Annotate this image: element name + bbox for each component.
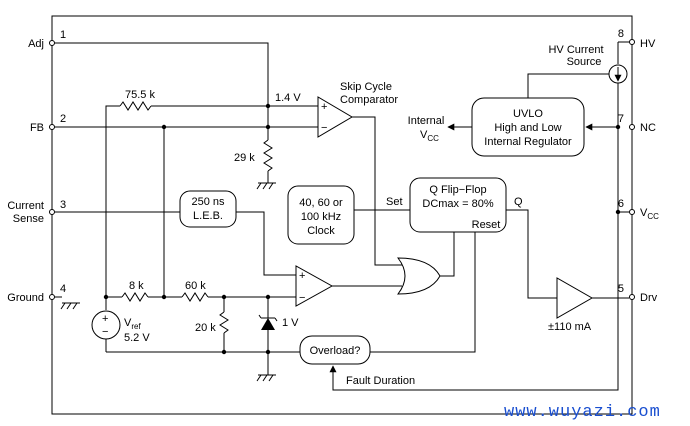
svg-text:40, 60 or: 40, 60 or: [299, 197, 343, 209]
svg-text:Ground: Ground: [7, 292, 44, 304]
resistor-8k: [121, 292, 149, 302]
svg-text:3: 3: [60, 199, 66, 211]
pin-current-sense: Current Sense 3: [7, 199, 66, 225]
output-driver: [556, 277, 594, 319]
svg-text:7: 7: [618, 113, 624, 125]
pin-adj: Adj 1: [28, 29, 66, 50]
resistor-60k: [181, 292, 209, 302]
svg-text:FB: FB: [30, 122, 44, 134]
svg-text:Q: Q: [514, 196, 523, 208]
svg-text:+: +: [102, 313, 108, 325]
hv-current-source: [608, 64, 628, 84]
svg-text:100 kHz: 100 kHz: [301, 211, 341, 223]
svg-text:Comparator: Comparator: [340, 94, 398, 106]
leb-block: [179, 190, 237, 228]
svg-text:Clock: Clock: [307, 225, 335, 237]
svg-text:High and Low: High and Low: [494, 122, 561, 134]
svg-text:−: −: [102, 326, 108, 338]
svg-text:Sense: Sense: [13, 213, 44, 225]
svg-text:20 k: 20 k: [195, 322, 216, 334]
svg-text:+: +: [299, 270, 305, 282]
resistor-29k: [263, 139, 273, 172]
svg-text:250 ns: 250 ns: [191, 196, 225, 208]
svg-text:Reset: Reset: [472, 219, 501, 231]
pwm-comparator: + −: [295, 265, 334, 307]
watermark: www.wuyazi.com: [504, 403, 661, 422]
svg-text:Fault Duration: Fault Duration: [346, 375, 415, 387]
svg-text:5: 5: [618, 283, 624, 295]
skip-cycle-comparator: + − Skip Cycle Comparator: [317, 81, 398, 138]
svg-text:+: +: [321, 101, 327, 113]
pin-hv: 8 HV: [618, 28, 656, 50]
svg-text:5.2 V: 5.2 V: [124, 332, 150, 344]
pin-fb: FB 2: [30, 113, 66, 134]
svg-text:75.5 k: 75.5 k: [125, 89, 155, 101]
svg-text:−: −: [299, 292, 305, 304]
resistor-75k: [119, 101, 152, 111]
svg-text:1: 1: [60, 29, 66, 41]
svg-text:60 k: 60 k: [185, 280, 206, 292]
pin-nc: 7 NC: [618, 113, 656, 134]
svg-text:VCC: VCC: [640, 207, 659, 221]
svg-text:Internal: Internal: [408, 115, 445, 127]
svg-text:8: 8: [618, 28, 624, 40]
svg-text:2: 2: [60, 113, 66, 125]
resistor-20k: [219, 311, 229, 334]
svg-text:6: 6: [618, 198, 624, 210]
svg-text:Overload?: Overload?: [310, 345, 361, 357]
svg-text:Current: Current: [7, 200, 44, 212]
zener-diode: 1 V: [256, 297, 299, 382]
pin-drv: 5 Drv: [618, 283, 658, 304]
svg-text:Vref: Vref: [124, 317, 141, 331]
flip-flop-block: [409, 177, 507, 233]
svg-text:Adj: Adj: [28, 38, 44, 50]
svg-text:HV Current: HV Current: [548, 44, 603, 56]
svg-text:4: 4: [60, 283, 66, 295]
svg-text:1 V: 1 V: [282, 317, 299, 329]
svg-text:8 k: 8 k: [129, 280, 144, 292]
or-gate: [396, 257, 441, 295]
svg-text:Set: Set: [386, 196, 403, 208]
svg-text:±110 mA: ±110 mA: [548, 321, 592, 333]
svg-text:VCC: VCC: [420, 129, 439, 143]
svg-text:29 k: 29 k: [234, 152, 255, 164]
svg-text:HV: HV: [640, 38, 656, 50]
svg-text:UVLO: UVLO: [513, 108, 543, 120]
svg-text:Source: Source: [567, 56, 602, 68]
svg-text:Skip Cycle: Skip Cycle: [340, 81, 392, 93]
svg-text:DCmax = 80%: DCmax = 80%: [422, 198, 493, 210]
svg-text:NC: NC: [640, 122, 656, 134]
overload-block: [299, 335, 371, 365]
svg-text:L.E.B.: L.E.B.: [193, 210, 223, 222]
clock-block: [287, 185, 355, 245]
svg-text:Drv: Drv: [640, 292, 658, 304]
pin-vcc: 6 VCC: [618, 198, 659, 221]
ground-symbol: [256, 182, 276, 190]
vref-source: + − Vref 5.2 V: [91, 297, 150, 352]
svg-text:Q Flip−Flop: Q Flip−Flop: [429, 184, 486, 196]
svg-text:−: −: [321, 122, 327, 134]
svg-text:1.4 V: 1.4 V: [275, 92, 301, 104]
pin-ground: Ground 4: [7, 283, 80, 310]
svg-text:Internal Regulator: Internal Regulator: [484, 136, 572, 148]
